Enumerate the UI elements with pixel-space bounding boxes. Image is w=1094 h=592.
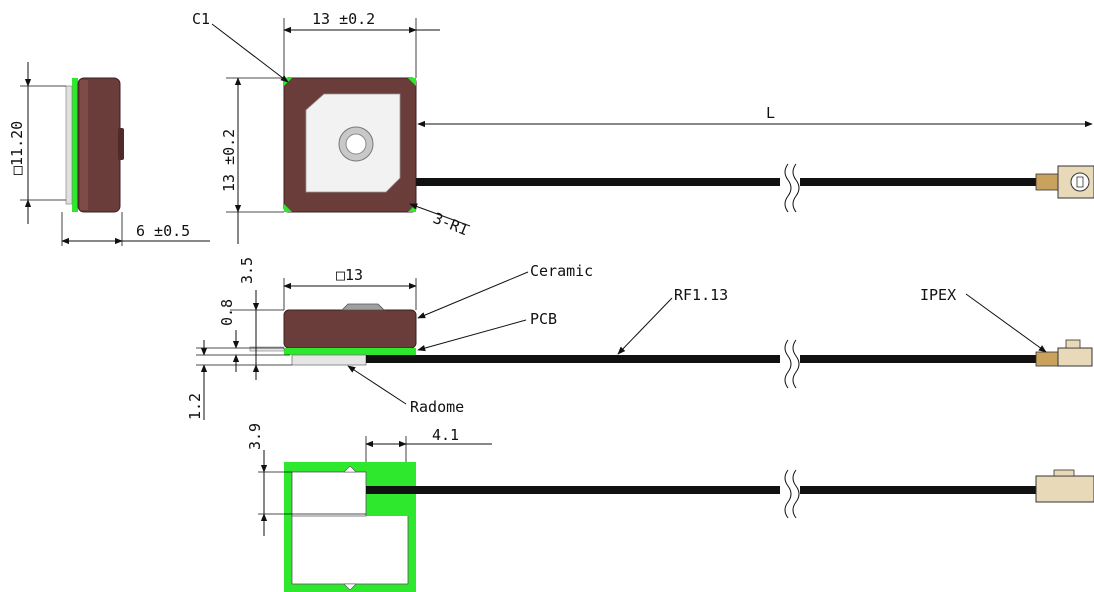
front-cable bbox=[366, 355, 1038, 363]
dim-1-2: 1.2 bbox=[186, 393, 204, 420]
dim-3-5: 3.5 bbox=[238, 257, 256, 284]
top-view: 13 ±0.2 13 ±0.2 C1 3-R1 L bbox=[192, 10, 1094, 244]
bottom-cable bbox=[366, 486, 1038, 494]
top-width-dim: 13 ±0.2 bbox=[312, 10, 375, 28]
cable-length-label: L bbox=[766, 104, 775, 122]
connector-label: IPEX bbox=[920, 286, 956, 304]
dim-4-1: 4.1 bbox=[432, 426, 459, 444]
front-width-dim: □13 bbox=[336, 266, 363, 284]
front-connector-crimp bbox=[1035, 351, 1059, 367]
side-feed-pin bbox=[118, 128, 124, 160]
front-connector bbox=[1057, 347, 1093, 367]
radome-label: Radome bbox=[410, 398, 464, 416]
dim-3-9: 3.9 bbox=[246, 423, 264, 450]
corner-radius-label: 3-R1 bbox=[431, 209, 471, 239]
front-ceramic bbox=[283, 309, 417, 349]
chamfer-label: C1 bbox=[192, 10, 210, 28]
ceramic-label: Ceramic bbox=[530, 262, 593, 280]
side-radome bbox=[65, 85, 73, 205]
top-cable bbox=[416, 178, 1038, 186]
pcb-label: PCB bbox=[530, 310, 557, 328]
top-connector-crimp bbox=[1035, 173, 1059, 191]
side-pcb bbox=[72, 78, 78, 212]
front-view: □13 3.5 0.8 1.2 Ceramic PCB Radome RF1.1… bbox=[186, 257, 1093, 420]
bottom-connector bbox=[1035, 475, 1094, 503]
side-view: □11.20 6 ±0.5 bbox=[8, 62, 210, 246]
side-square-dim: □11.20 bbox=[8, 121, 26, 175]
front-pcb bbox=[284, 348, 416, 355]
front-radome bbox=[291, 354, 367, 366]
top-height-dim: 13 ±0.2 bbox=[220, 129, 238, 192]
dim-0-8: 0.8 bbox=[218, 299, 236, 326]
side-thickness-dim: 6 ±0.5 bbox=[136, 222, 190, 240]
cable-type-label: RF1.13 bbox=[674, 286, 728, 304]
bottom-view: 3.9 4.1 bbox=[246, 423, 1094, 592]
